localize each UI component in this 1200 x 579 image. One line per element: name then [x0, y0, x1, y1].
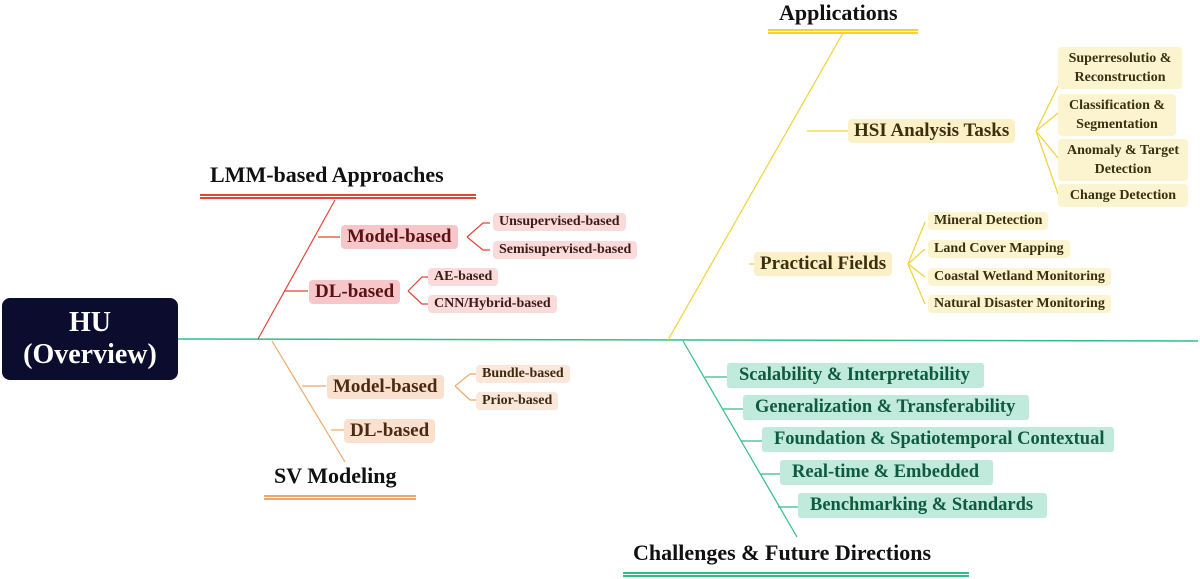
lmm-dl-based: DL-based: [309, 280, 401, 304]
sv-branch-lines: [271, 340, 476, 463]
sv-prior-based: Prior-based: [476, 392, 559, 410]
sv-title-underline: [264, 495, 416, 500]
applications-title: Applications: [779, 0, 898, 25]
sv-dl-based: DL-based: [344, 419, 436, 443]
sv-bundle-based: Bundle-based: [476, 365, 570, 383]
hsi-task-4-line-1: Change Detection: [1069, 188, 1177, 203]
hsi-task-superresolution: Superresolutio & Reconstruction: [1058, 47, 1182, 89]
lmm-branch-lines: [257, 199, 490, 340]
hsi-task-1-line-1: Superresolutio &: [1068, 51, 1172, 66]
challenge-item-3: Foundation & Spatiotemporal Contextual: [762, 427, 1115, 452]
lmm-title-underline: [200, 194, 476, 199]
challenges-branch-lines: [682, 340, 798, 538]
lmm-model-based: Model-based: [341, 225, 458, 249]
challenge-item-2: Generalization & Transferability: [743, 395, 1030, 420]
hsi-task-2-line-1: Classification &: [1068, 98, 1166, 113]
practical-natural-disaster: Natural Disaster Monitoring: [928, 295, 1111, 313]
root-line-2: (Overview): [23, 339, 157, 370]
hsi-task-2-line-2: Segmentation: [1076, 117, 1158, 132]
hsi-task-1-line-2: Reconstruction: [1074, 70, 1166, 85]
challenges-title: Challenges & Future Directions: [633, 540, 931, 565]
applications-title-underline: [768, 29, 918, 34]
lmm-unsupervised: Unsupervised-based: [493, 213, 626, 231]
root-node: HU (Overview): [2, 298, 178, 380]
challenge-item-1: Scalability & Interpretability: [727, 363, 984, 388]
challenge-item-5: Benchmarking & Standards: [798, 493, 1048, 518]
root-line-1: HU: [69, 307, 111, 338]
sv-model-based: Model-based: [327, 375, 444, 399]
hsi-task-anomaly: Anomaly & Target Detection: [1058, 139, 1188, 181]
challenges-title-underline: [623, 572, 969, 577]
hsi-task-classification: Classification & Segmentation: [1058, 94, 1176, 136]
sv-title: SV Modeling: [274, 463, 397, 488]
practical-fields: Practical Fields: [754, 252, 893, 276]
applications-branch-lines: [667, 32, 1059, 341]
hsi-task-change-detection: Change Detection: [1058, 184, 1188, 207]
practical-coastal-wetland: Coastal Wetland Monitoring: [928, 268, 1111, 286]
hsi-task-3-line-2: Detection: [1094, 162, 1152, 177]
lmm-ae-based: AE-based: [428, 268, 499, 286]
hsi-task-3-line-1: Anomaly & Target: [1067, 143, 1179, 158]
main-axis: [177, 338, 1199, 342]
hsi-analysis-tasks: HSI Analysis Tasks: [848, 119, 1016, 143]
practical-mineral-detection: Mineral Detection: [928, 212, 1049, 230]
challenge-item-4: Real-time & Embedded: [780, 460, 994, 485]
practical-land-cover: Land Cover Mapping: [928, 240, 1070, 258]
lmm-cnn-hybrid: CNN/Hybrid-based: [428, 295, 557, 313]
lmm-title: LMM-based Approaches: [210, 162, 444, 187]
lmm-semisupervised: Semisupervised-based: [493, 241, 638, 259]
